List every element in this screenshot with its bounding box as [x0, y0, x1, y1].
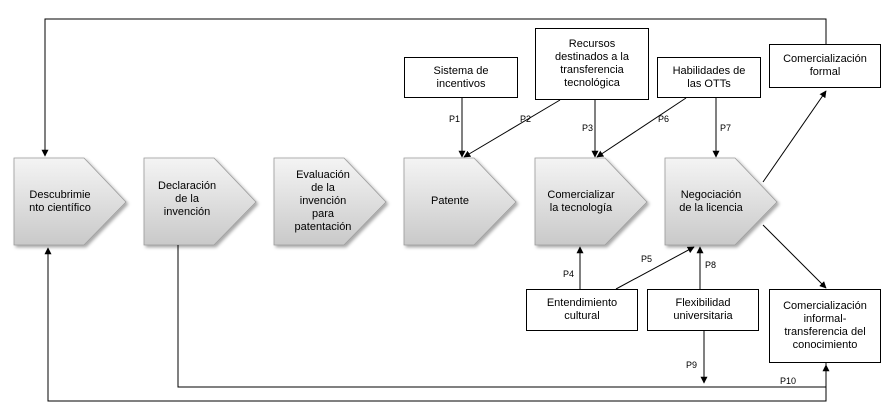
arrow-p6 — [596, 97, 687, 158]
label-p10: P10 — [780, 376, 797, 386]
label-p9: P9 — [686, 360, 698, 370]
arrow-formal — [762, 90, 827, 183]
arrow-informal — [762, 224, 827, 289]
label-p7: P7 — [720, 123, 732, 133]
arrow-p2 — [463, 99, 561, 158]
chevron-evaluacion — [273, 157, 387, 246]
loop-top-line — [41, 18, 827, 157]
chevron-comercializar — [534, 157, 648, 246]
chevron-patente — [403, 157, 517, 246]
chevron-label-patente: Patente — [431, 195, 469, 207]
declaracion-p10-line — [177, 245, 830, 388]
label-p1: P1 — [449, 114, 461, 124]
chevron-descubrimiento — [13, 157, 127, 246]
chevron-negociacion — [664, 157, 778, 246]
arrow-p5 — [615, 246, 695, 290]
label-p5: P5 — [641, 254, 653, 264]
label-p2: P2 — [520, 114, 532, 124]
label-p6: P6 — [658, 114, 670, 124]
label-p8: P8 — [705, 260, 717, 270]
chevron-declaracion — [143, 157, 257, 246]
label-p4: P4 — [563, 269, 575, 279]
label-p3: P3 — [582, 123, 594, 133]
